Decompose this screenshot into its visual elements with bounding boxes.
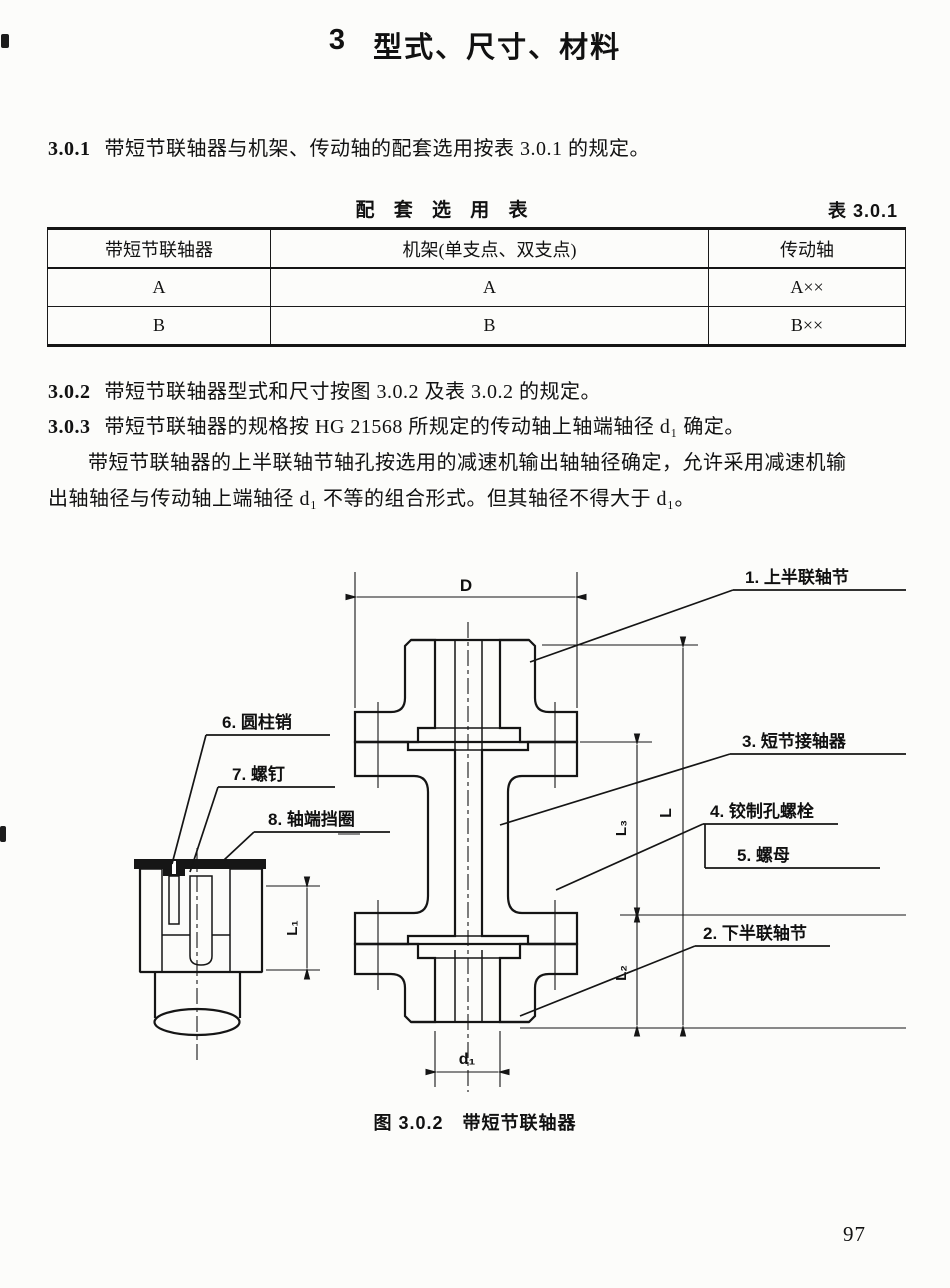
para-3-0-3-cont: 带短节联轴器的上半联轴节轴孔按选用的减速机输出轴轴径确定，允许采用减速机输 出轴…	[48, 445, 910, 517]
section-number: 3.0.2	[48, 381, 91, 403]
dim-L3: L₃	[613, 820, 630, 836]
col-header: 带短节联轴器	[47, 228, 271, 269]
scan-artifact	[1, 34, 9, 48]
cell: A××	[708, 267, 906, 307]
label-5-nut: 5. 螺母	[737, 846, 790, 865]
page-number: 97	[843, 1222, 866, 1246]
dim-L1: L₁	[284, 920, 301, 935]
cell: B××	[708, 306, 906, 346]
label-1-upper-half-coupling: 1. 上半联轴节	[745, 567, 849, 587]
label-7-screw: 7. 螺钉	[232, 764, 285, 784]
page-title: 3 型式、尺寸、材料	[0, 24, 950, 66]
shaft-break-ellipse	[153, 1007, 241, 1037]
figure-caption: 图 3.0.2 带短节联轴器	[373, 1113, 577, 1133]
para-3-0-1: 3.0.1 带短节联轴器与机架、传动轴的配套选用按表 3.0.1 的规定。	[48, 131, 910, 167]
callout-labels: 1. 上半联轴节 3. 短节接轴器 4. 铰制孔螺栓 5. 螺母 2. 下半联轴…	[171, 567, 906, 1017]
table-header-row: 带短节联轴器 机架(单支点、双支点) 传动轴	[47, 228, 906, 269]
chapter-title: 型式、尺寸、材料	[373, 32, 622, 64]
body-line: 带短节联轴器的上半联轴节轴孔按选用的减速机输出轴轴径确定，允许采用减速机输	[88, 452, 847, 474]
cylindrical-pin	[189, 875, 213, 966]
table-row: B B B××	[47, 306, 906, 346]
col-header: 传动轴	[708, 228, 906, 269]
dim-d1: d₁	[459, 1051, 476, 1068]
cell: A	[270, 267, 709, 307]
dim-L: L	[658, 808, 675, 818]
section-text: 带短节联轴器与机架、传动轴的配套选用按表 3.0.1 的规定。	[104, 138, 650, 160]
cell: A	[47, 267, 271, 307]
label-4-reamed-bolt: 4. 铰制孔螺栓	[710, 801, 814, 821]
section-number: 3.0.1	[48, 138, 91, 160]
selection-table: 带短节联轴器 机架(单支点、双支点) 传动轴 A A A×× B B B××	[47, 227, 906, 347]
dim-D: D	[460, 576, 472, 595]
col-header: 机架(单支点、双支点)	[270, 228, 709, 269]
chapter-number: 3	[328, 24, 348, 56]
section-text: 带短节联轴器的规格按 HG 21568 所规定的传动轴上轴端轴径 d₁ 确定。	[104, 416, 745, 438]
label-8-shaft-end-washer: 8. 轴端挡圈	[268, 809, 355, 829]
cell: B	[47, 306, 271, 346]
label-2-lower-half-coupling: 2. 下半联轴节	[703, 923, 807, 943]
scan-artifact	[0, 826, 6, 842]
label-3-spool-piece: 3. 短节接轴器	[742, 731, 847, 751]
main-coupling-drawing	[338, 622, 579, 1092]
table-title: 配 套 选 用 表	[355, 200, 535, 221]
shaft-end-detail-drawing	[134, 848, 266, 1062]
shaft-end-washer	[134, 859, 266, 869]
table-ref: 表 3.0.1	[827, 201, 898, 221]
para-3-0-3: 3.0.3 带短节联轴器的规格按 HG 21568 所规定的传动轴上轴端轴径 d₁…	[48, 409, 910, 445]
section-number: 3.0.3	[48, 416, 91, 438]
dimension-lines: D d₁ L L₃ L₂ L₁	[266, 572, 906, 1087]
body-line: 出轴轴径与传动轴上端轴径 d₁ 不等的组合形式。但其轴径不得大于 d₁。	[48, 488, 695, 510]
section-text: 带短节联轴器型式和尺寸按图 3.0.2 及表 3.0.2 的规定。	[104, 381, 601, 403]
para-3-0-2: 3.0.2 带短节联轴器型式和尺寸按图 3.0.2 及表 3.0.2 的规定。	[48, 374, 910, 410]
cell: B	[270, 306, 709, 346]
table-row: A A A××	[47, 267, 906, 307]
label-6-cylindrical-pin: 6. 圆柱销	[222, 712, 292, 732]
